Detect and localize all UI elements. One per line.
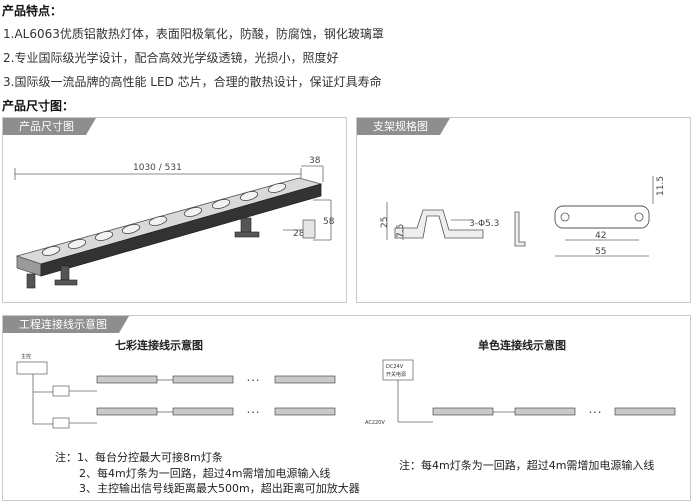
bracket-h7-label: 7.5 <box>396 224 406 238</box>
bracket-w55-label: 55 <box>595 247 606 257</box>
rgb-wiring-title: 七彩连接线示意图 <box>115 339 203 352</box>
dimension-drawing-tab: 产品尺寸图 <box>3 118 96 135</box>
wiring-schematic: 主控 • • • • • • DC24V 开关电源 AC220V • • • <box>16 353 676 429</box>
rgb-note-2: 2、每4m灯条为一回路，超过4m需增加电源输入线 <box>79 466 331 480</box>
width-label: 38 <box>309 156 321 166</box>
bracket-spec-panel: 支架规格图 25 7.5 3-Φ5.3 11.5 42 55 <box>356 117 691 303</box>
hole-label: 3-Φ5.3 <box>469 219 499 229</box>
feature-item-2: 2.专业国际级光学设计，配合高效光学级透镜，光损小，照度好 <box>3 51 339 65</box>
bracket-drawing: 25 7.5 3-Φ5.3 11.5 42 55 <box>380 176 666 257</box>
mono-row-continuation: • • • <box>589 410 601 416</box>
mono-wiring-title: 单色连接线示意图 <box>478 339 566 352</box>
main-controller-box <box>16 361 48 375</box>
bracket-h25-label: 25 <box>380 217 390 228</box>
height-label: 58 <box>323 217 335 227</box>
ac-input-label: AC220V <box>365 420 385 426</box>
wiring-diagram-tab: 工程连接线示意图 <box>3 316 129 333</box>
bracket-h11-label: 11.5 <box>656 176 666 196</box>
wiring-diagram-panel: 工程连接线示意图 七彩连接线示意图 单色连接线示意图 主控 • • • • • … <box>2 315 691 501</box>
features-heading: 产品特点： <box>2 4 63 18</box>
rgb-bar-row-2 <box>96 407 336 416</box>
mono-wiring-note: 注：每4m灯条为一回路，超过4m需增加电源输入线 <box>399 459 655 472</box>
bar-front-face <box>40 183 322 277</box>
size-heading: 产品尺寸图： <box>2 99 75 113</box>
mount-brackets <box>26 217 260 289</box>
rgb-wiring-notes: 注：1、每台分控最大可接8m灯条 2、每4m灯条为一回路，超过4m需增加电源输入… <box>55 450 360 497</box>
dimension-drawing-panel: 产品尺寸图 1030 / 531 <box>2 117 347 303</box>
row1-continuation: • • • <box>247 378 259 384</box>
bracket-w42-label: 42 <box>595 231 606 241</box>
feature-item-3: 3.国际级一流品牌的高性能 LED 芯片，合理的散热设计，保证灯具寿命 <box>3 75 382 89</box>
sub-controller-1 <box>52 385 70 397</box>
rgb-note-1: 注：1、每台分控最大可接8m灯条 <box>55 451 223 464</box>
bracket-spec-tab: 支架规格图 <box>357 118 450 135</box>
rgb-note-3: 3、主控输出信号线距离最大500m，超出距离可加放大器 <box>79 482 360 495</box>
length-label: 1030 / 531 <box>133 163 182 173</box>
main-controller-label: 主控 <box>21 353 31 360</box>
feature-item-1: 1.AL6063优质铝散热灯体，表面阳极氧化，防酸，防腐蚀，钢化玻璃罩 <box>3 27 384 41</box>
bracket-side-view <box>394 209 484 239</box>
rgb-bar-row-1 <box>96 375 336 384</box>
bracket-end-view <box>514 211 526 247</box>
bracket-top-view <box>554 205 650 229</box>
lens-row <box>41 183 287 256</box>
light-bar-drawing: 1030 / 531 38 <box>14 156 335 289</box>
power-supply-line-2: 开关电源 <box>386 371 406 378</box>
sub-controller-2 <box>52 417 70 429</box>
mono-bar-row <box>432 407 676 416</box>
end-profile <box>302 219 316 239</box>
power-supply-line-1: DC24V <box>386 364 404 370</box>
row2-continuation: • • • <box>247 410 259 416</box>
